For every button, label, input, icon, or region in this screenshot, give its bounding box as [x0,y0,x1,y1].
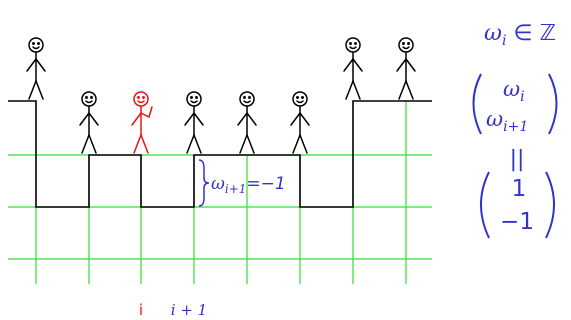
stick-figure-icon [238,92,256,153]
constraint-text: ωi ∈ ℤ [484,21,556,49]
step-brace: ωi+1=−1 [199,160,286,206]
brace-label: ωi+1=−1 [211,174,286,196]
vector-bottom: ωi+1 [486,107,528,135]
right-paren-icon [546,172,554,238]
stick-figure-icon [397,38,415,99]
stick-figure-icon [27,38,45,99]
omega-vector: ωi ωi+1 [474,74,557,135]
value-vector: 1 −1 [481,172,554,238]
stick-figure-icon [344,38,362,99]
vector-top: ωi [503,77,525,105]
left-paren-icon [474,74,482,134]
index-label-i-plus-1: i + 1 [171,301,207,319]
stick-figure-icon [80,92,98,153]
left-paren-icon [481,172,489,238]
brace-icon [199,160,209,206]
stick-figures [27,38,415,153]
index-label-i: i [139,301,143,319]
value-top: 1 [512,176,527,202]
equals-sign: || [510,147,525,172]
stick-figure-icon [185,92,203,153]
stick-figure-icon [291,92,309,153]
highlighted-stick-figure-icon [132,92,152,153]
value-bottom: −1 [500,209,534,235]
right-paren-icon [549,74,557,134]
